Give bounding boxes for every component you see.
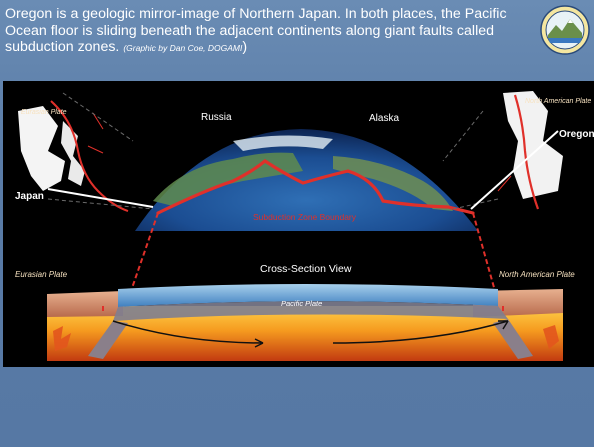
label-eurasian-plate-inset: Eurasian Plate [21,109,67,116]
globe-illustration [135,129,478,231]
label-cross-section-view: Cross-Section View [260,263,352,275]
caption-close-paren: ) [242,39,248,55]
label-japan: Japan [15,191,44,202]
label-pacific-plate: Pacific Plate [281,299,322,308]
dogami-seal-icon [540,5,590,55]
caption-text: Oregon is a geologic mirror-image of Nor… [5,6,507,55]
label-north-american-plate-inset: North American Plate [525,98,591,105]
label-russia: Russia [201,112,232,123]
cross-section-block [47,284,563,361]
label-oregon: Oregon [559,129,594,140]
japan-inset-map [18,92,154,212]
label-alaska: Alaska [369,113,399,124]
subduction-diagram: Eurasian Plate North American Plate Russ… [3,81,594,367]
slide-caption: Oregon is a geologic mirror-image of Nor… [5,6,525,57]
label-north-american-plate: North American Plate [499,270,575,279]
label-eurasian-plate: Eurasian Plate [15,270,68,279]
oregon-inset-map [442,91,563,210]
caption-credit: (Graphic by Dan Coe, DOGAMI [123,43,243,53]
label-subduction-zone-boundary: Subduction Zone Boundary [253,212,357,222]
